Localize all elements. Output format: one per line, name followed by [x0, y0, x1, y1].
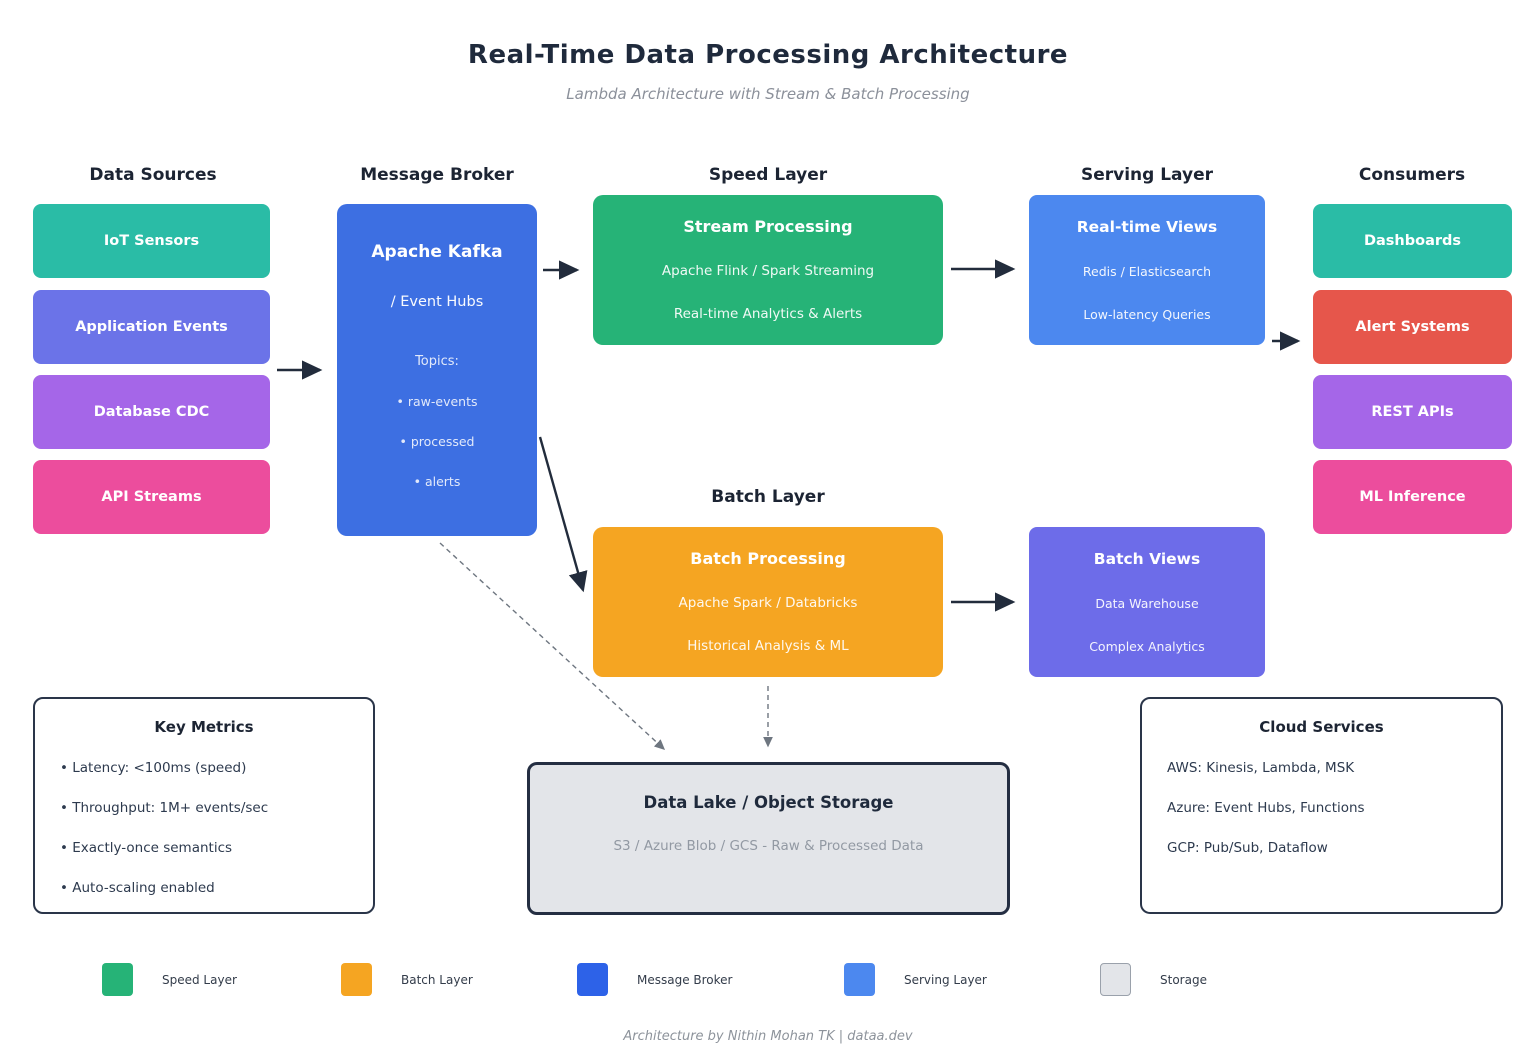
- storage-swatch: [1100, 963, 1131, 996]
- node-ml-inference: ML Inference: [1313, 460, 1512, 534]
- node-stream-processing: Stream Processing Apache Flink / Spark S…: [593, 195, 943, 345]
- legend-item-batch-layer: Batch Layer: [341, 963, 473, 996]
- batch-processing-tech: Apache Spark / Databricks: [678, 595, 858, 611]
- metric-semantics: • Exactly-once semantics: [60, 840, 233, 856]
- node-rest-apis: REST APIs: [1313, 375, 1512, 449]
- header-data-sources: Data Sources: [89, 165, 217, 185]
- data-lake-subtitle: S3 / Azure Blob / GCS - Raw & Processed …: [613, 838, 924, 854]
- message-broker-swatch: [577, 963, 608, 996]
- legend-label: Speed Layer: [162, 972, 237, 987]
- kafka-topics-label: Topics:: [415, 354, 459, 369]
- speed-layer-swatch: [102, 963, 133, 996]
- node-batch-views: Batch Views Data Warehouse Complex Analy…: [1029, 527, 1265, 677]
- realtime-views-title: Real-time Views: [1076, 218, 1218, 236]
- kafka-topic-alerts: • alerts: [413, 474, 461, 489]
- batch-views-desc: Complex Analytics: [1089, 639, 1205, 654]
- metric-autoscaling: • Auto-scaling enabled: [60, 880, 215, 896]
- page-title: Real-Time Data Processing Architecture: [467, 40, 1069, 70]
- node-label: IoT Sensors: [103, 233, 200, 249]
- metric-latency: • Latency: <100ms (speed): [60, 760, 247, 776]
- kafka-title: Apache Kafka: [371, 242, 503, 262]
- node-apache-kafka: Apache Kafka / Event Hubs Topics: • raw-…: [337, 204, 537, 536]
- header-message-broker: Message Broker: [360, 165, 514, 185]
- node-iot-sensors: IoT Sensors: [33, 204, 270, 278]
- arrow-kafka-to-batch: [538, 436, 588, 593]
- legend-item-storage: Storage: [1100, 963, 1207, 996]
- node-database-cdc: Database CDC: [33, 375, 270, 449]
- legend-item-speed-layer: Speed Layer: [102, 963, 237, 996]
- header-batch-layer: Batch Layer: [711, 487, 825, 507]
- cloud-gcp: GCP: Pub/Sub, Dataflow: [1167, 840, 1328, 856]
- header-consumers: Consumers: [1358, 165, 1466, 185]
- node-batch-processing: Batch Processing Apache Spark / Databric…: [593, 527, 943, 677]
- batch-processing-title: Batch Processing: [690, 549, 846, 568]
- legend-label: Message Broker: [637, 972, 733, 987]
- legend-label: Batch Layer: [401, 972, 473, 987]
- node-label: API Streams: [101, 489, 202, 505]
- batch-views-tech: Data Warehouse: [1095, 596, 1199, 611]
- node-label: REST APIs: [1371, 404, 1454, 420]
- node-label: Dashboards: [1363, 233, 1462, 249]
- data-lake-title: Data Lake / Object Storage: [643, 793, 894, 812]
- node-realtime-views: Real-time Views Redis / Elasticsearch Lo…: [1029, 195, 1265, 345]
- header-serving-layer: Serving Layer: [1080, 165, 1214, 185]
- legend-label: Serving Layer: [904, 972, 987, 987]
- header-speed-layer: Speed Layer: [708, 165, 828, 185]
- node-label: Database CDC: [93, 404, 210, 420]
- metric-throughput: • Throughput: 1M+ events/sec: [60, 800, 269, 816]
- realtime-views-desc: Low-latency Queries: [1083, 307, 1211, 322]
- legend-label: Storage: [1160, 972, 1207, 987]
- node-application-events: Application Events: [33, 290, 270, 364]
- kafka-topic-raw-events: • raw-events: [396, 394, 478, 409]
- stream-processing-desc: Real-time Analytics & Alerts: [673, 306, 863, 322]
- cloud-services-panel: Cloud Services AWS: Kinesis, Lambda, MSK…: [1140, 697, 1503, 914]
- key-metrics-title: Key Metrics: [154, 718, 254, 736]
- realtime-views-tech: Redis / Elasticsearch: [1082, 264, 1212, 279]
- cloud-services-title: Cloud Services: [1259, 718, 1384, 736]
- node-dashboards: Dashboards: [1313, 204, 1512, 278]
- node-api-streams: API Streams: [33, 460, 270, 534]
- kafka-topic-processed: • processed: [399, 434, 475, 449]
- serving-layer-swatch: [844, 963, 875, 996]
- footer-credit: Architecture by Nithin Mohan TK | dataa.…: [623, 1029, 913, 1044]
- batch-processing-desc: Historical Analysis & ML: [687, 638, 849, 654]
- stream-processing-tech: Apache Flink / Spark Streaming: [661, 263, 875, 279]
- page-subtitle: Lambda Architecture with Stream & Batch …: [566, 85, 970, 103]
- legend-item-serving-layer: Serving Layer: [844, 963, 987, 996]
- cloud-azure: Azure: Event Hubs, Functions: [1167, 800, 1365, 816]
- node-data-lake: Data Lake / Object Storage S3 / Azure Bl…: [527, 762, 1010, 915]
- node-label: ML Inference: [1359, 489, 1466, 505]
- batch-layer-swatch: [341, 963, 372, 996]
- cloud-aws: AWS: Kinesis, Lambda, MSK: [1167, 760, 1355, 776]
- key-metrics-panel: Key Metrics • Latency: <100ms (speed) • …: [33, 697, 375, 914]
- legend-item-message-broker: Message Broker: [577, 963, 733, 996]
- node-alert-systems: Alert Systems: [1313, 290, 1512, 364]
- kafka-subtitle: / Event Hubs: [390, 294, 484, 310]
- batch-views-title: Batch Views: [1093, 550, 1201, 568]
- node-label: Application Events: [75, 319, 228, 335]
- node-label: Alert Systems: [1355, 319, 1470, 335]
- stream-processing-title: Stream Processing: [683, 217, 853, 236]
